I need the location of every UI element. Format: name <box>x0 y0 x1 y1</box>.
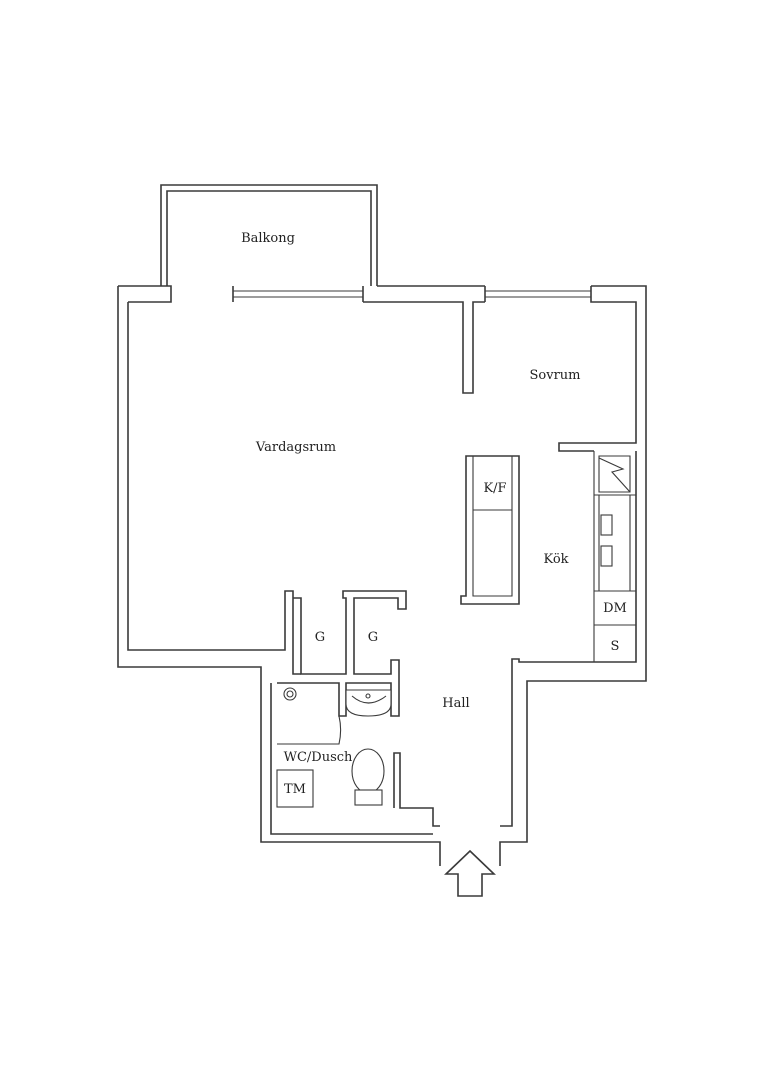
fixture-label-s: S <box>611 639 620 654</box>
stove-icon <box>598 455 631 493</box>
room-label-balkong: Balkong <box>241 231 295 246</box>
room-label-hall: Hall <box>442 696 469 711</box>
sink-icon <box>345 689 392 717</box>
shower-icon <box>277 687 342 745</box>
entrance-arrow-icon <box>444 849 496 897</box>
closet-label-1: G <box>315 630 325 645</box>
closets <box>277 590 407 717</box>
room-label-wc-dusch: WC/Dusch <box>284 750 353 765</box>
room-label-vardagsrum: Vardagsrum <box>255 440 336 455</box>
fixture-label-kf: K/F <box>483 481 506 496</box>
toilet-icon <box>351 748 385 806</box>
fixture-label-dm: DM <box>603 601 627 616</box>
balcony <box>160 184 378 286</box>
room-label-kok: Kök <box>543 552 568 567</box>
tm-box <box>276 769 314 808</box>
kitchen-counter <box>593 451 636 662</box>
room-label-sovrum: Sovrum <box>530 368 581 383</box>
closet-label-2: G <box>368 630 378 645</box>
kitchen-island <box>460 455 520 605</box>
fixture-label-tm: TM <box>284 782 306 797</box>
outer-walls <box>117 285 647 866</box>
windows <box>233 290 591 298</box>
